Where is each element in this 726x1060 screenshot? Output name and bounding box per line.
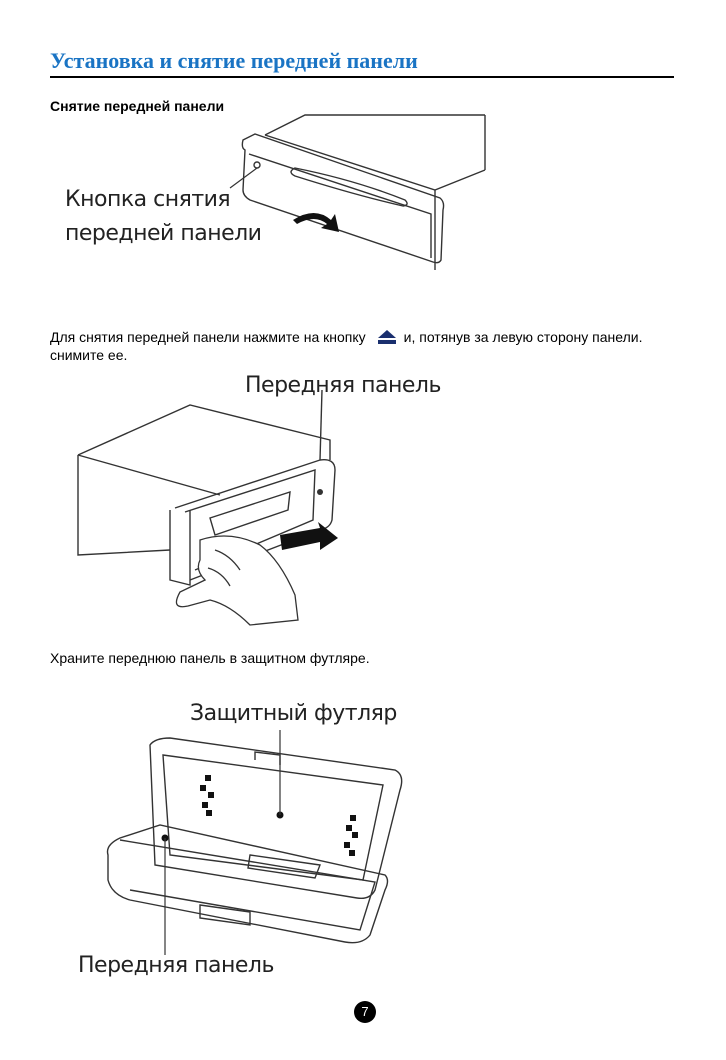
storage-note: Храните переднюю панель в защитном футля… bbox=[50, 650, 370, 666]
eject-icon bbox=[375, 328, 398, 346]
label-release-button: Кнопка снятия передней панели bbox=[65, 187, 262, 246]
page-number: 7 bbox=[354, 1001, 376, 1023]
label-panel-in-case: Передняя панель bbox=[78, 953, 274, 978]
label-protective-case: Защитный футляр bbox=[190, 701, 397, 726]
label-front-panel: Передняя панель bbox=[245, 373, 441, 398]
instruction-text: Для снятия передней панели нажмите на кн… bbox=[50, 328, 643, 363]
section-heading-removal: Снятие передней панели bbox=[50, 98, 225, 114]
figure-front-panel bbox=[77, 389, 338, 626]
title-rule bbox=[50, 76, 674, 78]
figure-release-button bbox=[229, 114, 486, 270]
pull-arrow-icon bbox=[280, 522, 338, 550]
page-title: Установка и снятие передней панели bbox=[50, 48, 418, 73]
rotate-arrow-icon bbox=[293, 213, 339, 232]
figure-protective-case bbox=[106, 730, 403, 955]
